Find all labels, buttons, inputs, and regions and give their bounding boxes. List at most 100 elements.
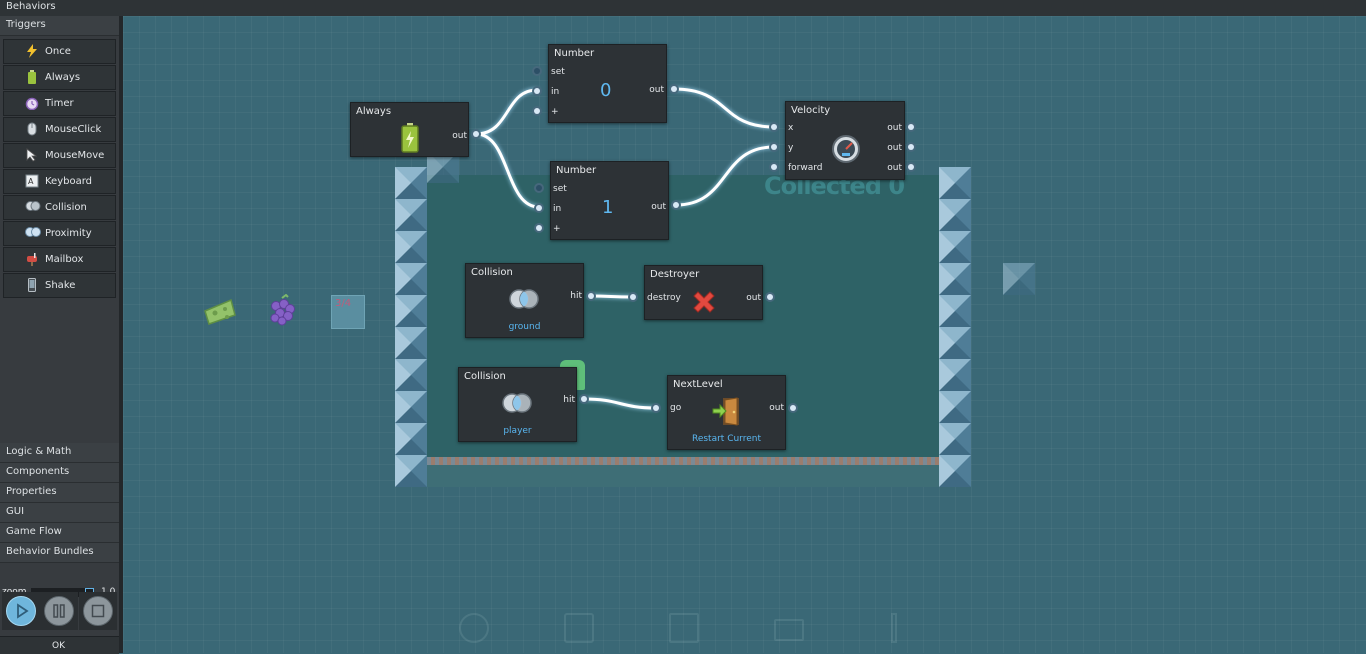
pin-in-label: in <box>553 204 562 214</box>
pin-number1-in[interactable] <box>536 205 542 211</box>
pin-nextlevel-out[interactable] <box>790 405 796 411</box>
category-gui[interactable]: GUI <box>0 503 119 523</box>
pin-number0-in[interactable] <box>534 88 540 94</box>
fraction-sprite[interactable]: 3/4 <box>331 295 365 329</box>
wall-block <box>395 327 427 359</box>
pin-nextlevel-go[interactable] <box>653 405 659 411</box>
trigger-label: MouseClick <box>45 124 102 135</box>
play-button[interactable] <box>2 592 40 630</box>
pin-collision-player-hit[interactable] <box>581 396 587 402</box>
wall-block <box>395 295 427 327</box>
node-collision-player[interactable]: Collision hit player <box>458 367 577 442</box>
trigger-timer[interactable]: Timer <box>3 91 116 116</box>
pin-number0-out[interactable] <box>671 86 677 92</box>
collision-target-label[interactable]: player <box>503 426 532 436</box>
pin-out-label: out <box>887 123 902 133</box>
pin-number0-plus[interactable] <box>534 108 540 114</box>
trigger-shake[interactable]: Shake <box>3 273 116 298</box>
pin-number1-set[interactable] <box>536 185 542 191</box>
pin-velocity-forward[interactable] <box>771 164 777 170</box>
category-behavior-bundles[interactable]: Behavior Bundles <box>0 543 119 563</box>
door-exit-icon <box>711 395 743 430</box>
ok-button[interactable]: OK <box>0 636 119 654</box>
category-properties[interactable]: Properties <box>0 483 119 503</box>
wall-block <box>395 231 427 263</box>
nextlevel-mode-label[interactable]: Restart Current <box>691 434 761 444</box>
fraction-label: 3/4 <box>335 298 352 309</box>
cheese-sprite-icon[interactable] <box>203 297 237 330</box>
pin-number1-out[interactable] <box>673 202 679 208</box>
trigger-mouseclick[interactable]: MouseClick <box>3 117 116 142</box>
trigger-collision[interactable]: Collision <box>3 195 116 220</box>
ghost-settings-icon <box>863 613 923 653</box>
wall-block <box>395 455 427 487</box>
trigger-once[interactable]: Once <box>3 39 116 64</box>
wall-block <box>939 263 971 295</box>
collision-target-label[interactable]: ground <box>508 322 541 332</box>
trigger-label: Keyboard <box>45 176 93 187</box>
pin-velocity-y[interactable] <box>771 144 777 150</box>
wall-block <box>939 359 971 391</box>
pin-velocity-out[interactable] <box>908 164 914 170</box>
node-number-1[interactable]: Number set in + 1 out <box>550 161 669 240</box>
pin-velocity-x[interactable] <box>771 124 777 130</box>
wall-block <box>395 263 427 295</box>
pin-in-label: in <box>551 87 560 97</box>
mailbox-icon <box>25 252 39 266</box>
category-logic-math[interactable]: Logic & Math <box>0 443 119 463</box>
grapes-sprite-icon[interactable] <box>266 293 298 329</box>
category-label: Behavior Bundles <box>6 546 94 557</box>
keyboard-key-icon: A <box>25 174 39 188</box>
pin-destroyer-out[interactable] <box>767 294 773 300</box>
floor-shade <box>427 465 939 487</box>
stop-button[interactable] <box>79 592 117 630</box>
node-title: NextLevel <box>673 379 723 390</box>
node-title: Destroyer <box>650 269 700 280</box>
trigger-always[interactable]: Always <box>3 65 116 90</box>
scene-floor <box>427 457 939 465</box>
node-number-0[interactable]: Number set in + 0 out <box>548 44 667 123</box>
node-title: Velocity <box>791 105 831 116</box>
category-label: Triggers <box>6 19 46 30</box>
pin-number1-plus[interactable] <box>536 225 542 231</box>
ghost-library-icon <box>548 613 608 653</box>
pin-out-label: out <box>649 85 664 95</box>
wall-block <box>395 359 427 391</box>
category-triggers[interactable]: Triggers <box>0 16 119 36</box>
node-nextlevel[interactable]: NextLevel go out Restart Current <box>667 375 786 450</box>
destroy-x-icon <box>689 287 719 320</box>
node-collision-ground[interactable]: Collision hit ground <box>465 263 584 338</box>
node-velocity[interactable]: Velocity x y forward out out out <box>785 101 905 180</box>
wall-block <box>939 455 971 487</box>
pin-number0-set[interactable] <box>534 68 540 74</box>
wall-block <box>939 391 971 423</box>
pin-out-label: out <box>452 131 467 141</box>
category-game-flow[interactable]: Game Flow <box>0 523 119 543</box>
trigger-mailbox[interactable]: Mailbox <box>3 247 116 272</box>
cursor-icon <box>25 148 39 162</box>
node-title: Collision <box>471 267 513 278</box>
trigger-label: Collision <box>45 202 87 213</box>
category-components[interactable]: Components <box>0 463 119 483</box>
trigger-keyboard[interactable]: A Keyboard <box>3 169 116 194</box>
pin-destroyer-destroy[interactable] <box>630 294 636 300</box>
pin-collision-ground-hit[interactable] <box>588 293 594 299</box>
pin-set-label: set <box>551 67 565 77</box>
trigger-proximity[interactable]: Proximity <box>3 221 116 246</box>
trigger-mousemove[interactable]: MouseMove <box>3 143 116 168</box>
pin-velocity-out[interactable] <box>908 144 914 150</box>
pause-button[interactable] <box>40 592 78 630</box>
pin-velocity-out[interactable] <box>908 124 914 130</box>
node-destroyer[interactable]: Destroyer destroy out <box>644 265 763 320</box>
trigger-label: Shake <box>45 280 76 291</box>
ok-label: OK <box>52 641 65 651</box>
battery-icon <box>25 70 39 84</box>
pin-out-label: out <box>651 202 666 212</box>
pin-plus-label: + <box>553 224 561 234</box>
pin-always-out[interactable] <box>473 131 479 137</box>
node-always[interactable]: Always out <box>350 102 469 157</box>
pin-plus-label: + <box>551 107 559 117</box>
trigger-label: Mailbox <box>45 254 84 265</box>
speedometer-icon <box>831 134 861 167</box>
wall-block <box>395 199 427 231</box>
